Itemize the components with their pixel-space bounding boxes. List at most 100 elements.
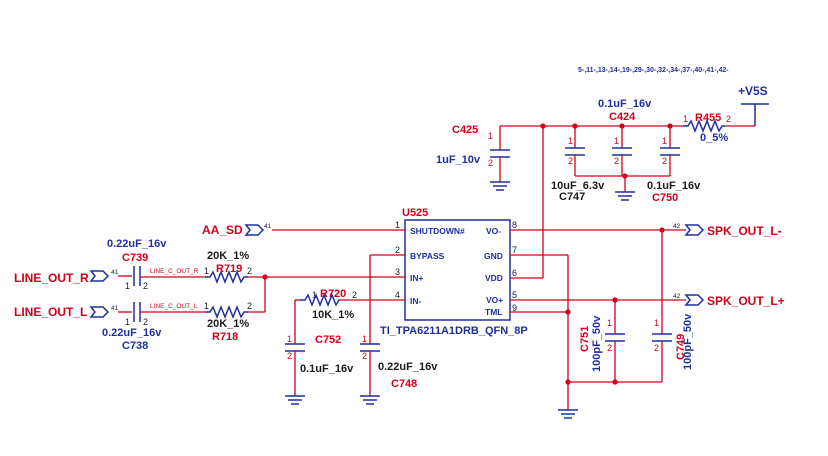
net-port-spk-out-l-plus[interactable]: 42 SPK_OUT_L+ <box>673 293 785 308</box>
capacitor-c752[interactable]: 1 2 C752 0.1uF_16v <box>285 334 354 375</box>
c738-pin1: 1 <box>125 317 130 327</box>
junction-dot <box>565 309 571 315</box>
spk-out-l-plus-label: SPK_OUT_L+ <box>707 294 785 308</box>
r719-pin2: 2 <box>247 266 252 276</box>
ic-pin-name-in-minus: IN- <box>410 296 422 306</box>
capacitor-c747[interactable]: 1 2 10uF_6.3v C747 <box>551 136 605 203</box>
resistor-r455[interactable]: R455 1 2 0_5% <box>683 112 731 144</box>
c749-pin1: 1 <box>654 318 659 328</box>
ic-pin-name-in-plus: IN+ <box>410 273 424 283</box>
c751-value: 100pF_50v <box>591 315 603 372</box>
resistor-r718[interactable]: 1 2 20K_1% R718 <box>204 301 252 343</box>
r719-ref: R719 <box>216 263 242 275</box>
ground-symbol <box>615 191 635 201</box>
c738-ref: C738 <box>122 340 148 352</box>
c739-ref: C739 <box>122 252 148 264</box>
r720-ref: R720 <box>320 288 346 300</box>
junction-dot <box>622 173 628 179</box>
c424-ref: C424 <box>609 111 636 123</box>
c747-value: 10uF_6.3v <box>551 180 605 192</box>
c752-pin1: 1 <box>287 334 292 344</box>
c424-value: 0.1uF_16v <box>598 98 652 110</box>
r720-pin2: 2 <box>352 290 357 300</box>
net-port-aa-sd[interactable]: AA_SD 41 <box>202 223 370 237</box>
net-label-line-c-out-r: LINE_C_OUT_R <box>150 268 199 275</box>
r455-pin2: 2 <box>726 114 731 124</box>
ic-pin-num-3: 3 <box>395 267 400 277</box>
ic-pin-num-9: 9 <box>512 303 517 313</box>
ic-pin-num-1: 1 <box>395 220 400 230</box>
ic-pin-num-7: 7 <box>512 245 517 255</box>
junction-dot <box>619 123 625 129</box>
capacitor-c425[interactable]: C425 1uF_10v 1 2 <box>436 124 510 182</box>
c749-ref: C749 <box>675 334 687 360</box>
ic-pin-num-2: 2 <box>395 245 400 255</box>
c425-pin1: 1 <box>488 131 493 141</box>
c749-value: 100pF_50v <box>682 313 694 370</box>
junction-dot <box>540 123 546 129</box>
spk-out-l-plus-page-ref: 42 <box>673 293 681 300</box>
c739-pin1: 1 <box>125 281 130 291</box>
net-label-line-c-out-l: LINE_C_OUT_L <box>150 303 198 310</box>
resistor-r720[interactable]: R720 1 2 10K_1% <box>300 288 357 321</box>
r719-pin1: 1 <box>204 266 209 276</box>
capacitor-c748[interactable]: 1 2 0.22uF_16v C748 <box>360 334 438 390</box>
c738-pin2: 2 <box>143 317 148 327</box>
net-port-line-out-r[interactable]: LINE_OUT_R 41 <box>14 269 132 285</box>
c747-pin1: 1 <box>568 136 573 146</box>
c751-pin1: 1 <box>607 318 612 328</box>
c751-ref: C751 <box>579 326 591 352</box>
junction-dot <box>612 297 618 303</box>
capacitor-c739[interactable]: 0.22uF_16v C739 1 2 <box>107 238 167 291</box>
c748-pin2: 2 <box>362 351 367 361</box>
power-port-v5s: +V5S <box>738 84 769 126</box>
capacitor-c751[interactable]: 1 2 C751 100pF_50v <box>579 315 625 372</box>
ic-ref: U525 <box>402 207 428 219</box>
resistor-r719[interactable]: 20K_1% R719 1 2 <box>204 250 252 285</box>
ic-pin-name-vdd: VDD <box>485 273 503 283</box>
spk-out-l-minus-page-ref: 42 <box>673 223 681 230</box>
net-port-line-out-l[interactable]: LINE_OUT_L 41 <box>14 305 132 319</box>
junction-dot <box>659 227 665 233</box>
ic-pin-num-4: 4 <box>395 290 400 300</box>
c424-pin1: 1 <box>614 136 619 146</box>
junction-dot <box>565 379 571 385</box>
power-label-v5s: +V5S <box>738 84 768 98</box>
capacitor-c738[interactable]: 1 2 0.22uF_16v C738 <box>102 302 162 352</box>
c738-value: 0.22uF_16v <box>102 327 162 339</box>
ic-pin-name-tml: TML <box>485 307 502 317</box>
r718-pin2: 2 <box>247 301 252 311</box>
junction-dot <box>667 123 673 129</box>
ic-pin-name-shutdown: SHUTDOWN# <box>410 226 465 236</box>
r718-pin1: 1 <box>204 301 209 311</box>
r455-pin1: 1 <box>683 114 688 124</box>
c747-ref: C747 <box>559 191 585 203</box>
line-out-l-label: LINE_OUT_L <box>14 305 87 319</box>
c752-pin2: 2 <box>287 351 292 361</box>
c750-ref: C750 <box>652 192 678 204</box>
ic-pin-name-gnd: GND <box>484 251 503 261</box>
net-port-spk-out-l-minus[interactable]: 42 SPK_OUT_L- <box>673 223 782 238</box>
capacitor-c424[interactable]: 1 2 <box>612 136 632 172</box>
capacitor-c749[interactable]: 1 2 C749 100pF_50v <box>652 313 694 370</box>
aa-sd-label: AA_SD <box>202 223 243 237</box>
c752-ref: C752 <box>315 334 341 346</box>
c425-ref: C425 <box>452 124 478 136</box>
r455-value: 0_5% <box>700 132 728 144</box>
ground-symbol <box>558 409 578 419</box>
c752-value: 0.1uF_16v <box>300 363 354 375</box>
ic-u525[interactable]: U525 TI_TPA6211A1DRB_QFN_8P 1 2 3 4 SHUT… <box>265 207 545 337</box>
ic-pin-num-8: 8 <box>512 220 517 230</box>
c751-pin2: 2 <box>607 343 612 353</box>
ic-pin-name-vo-plus: VO+ <box>486 295 503 305</box>
spk-out-l-minus-label: SPK_OUT_L- <box>707 224 782 238</box>
c424-pin2: 2 <box>614 156 619 166</box>
junction-dot <box>612 379 618 385</box>
c425-pin2: 2 <box>488 158 493 168</box>
ic-pin-name-bypass: BYPASS <box>410 251 445 261</box>
capacitor-c750[interactable]: 1 2 0.1uF_16v C750 <box>647 136 701 204</box>
line-out-r-page-ref: 41 <box>111 269 119 276</box>
c748-pin1: 1 <box>362 334 367 344</box>
c747-pin2: 2 <box>568 156 573 166</box>
r718-value: 20K_1% <box>207 318 249 330</box>
